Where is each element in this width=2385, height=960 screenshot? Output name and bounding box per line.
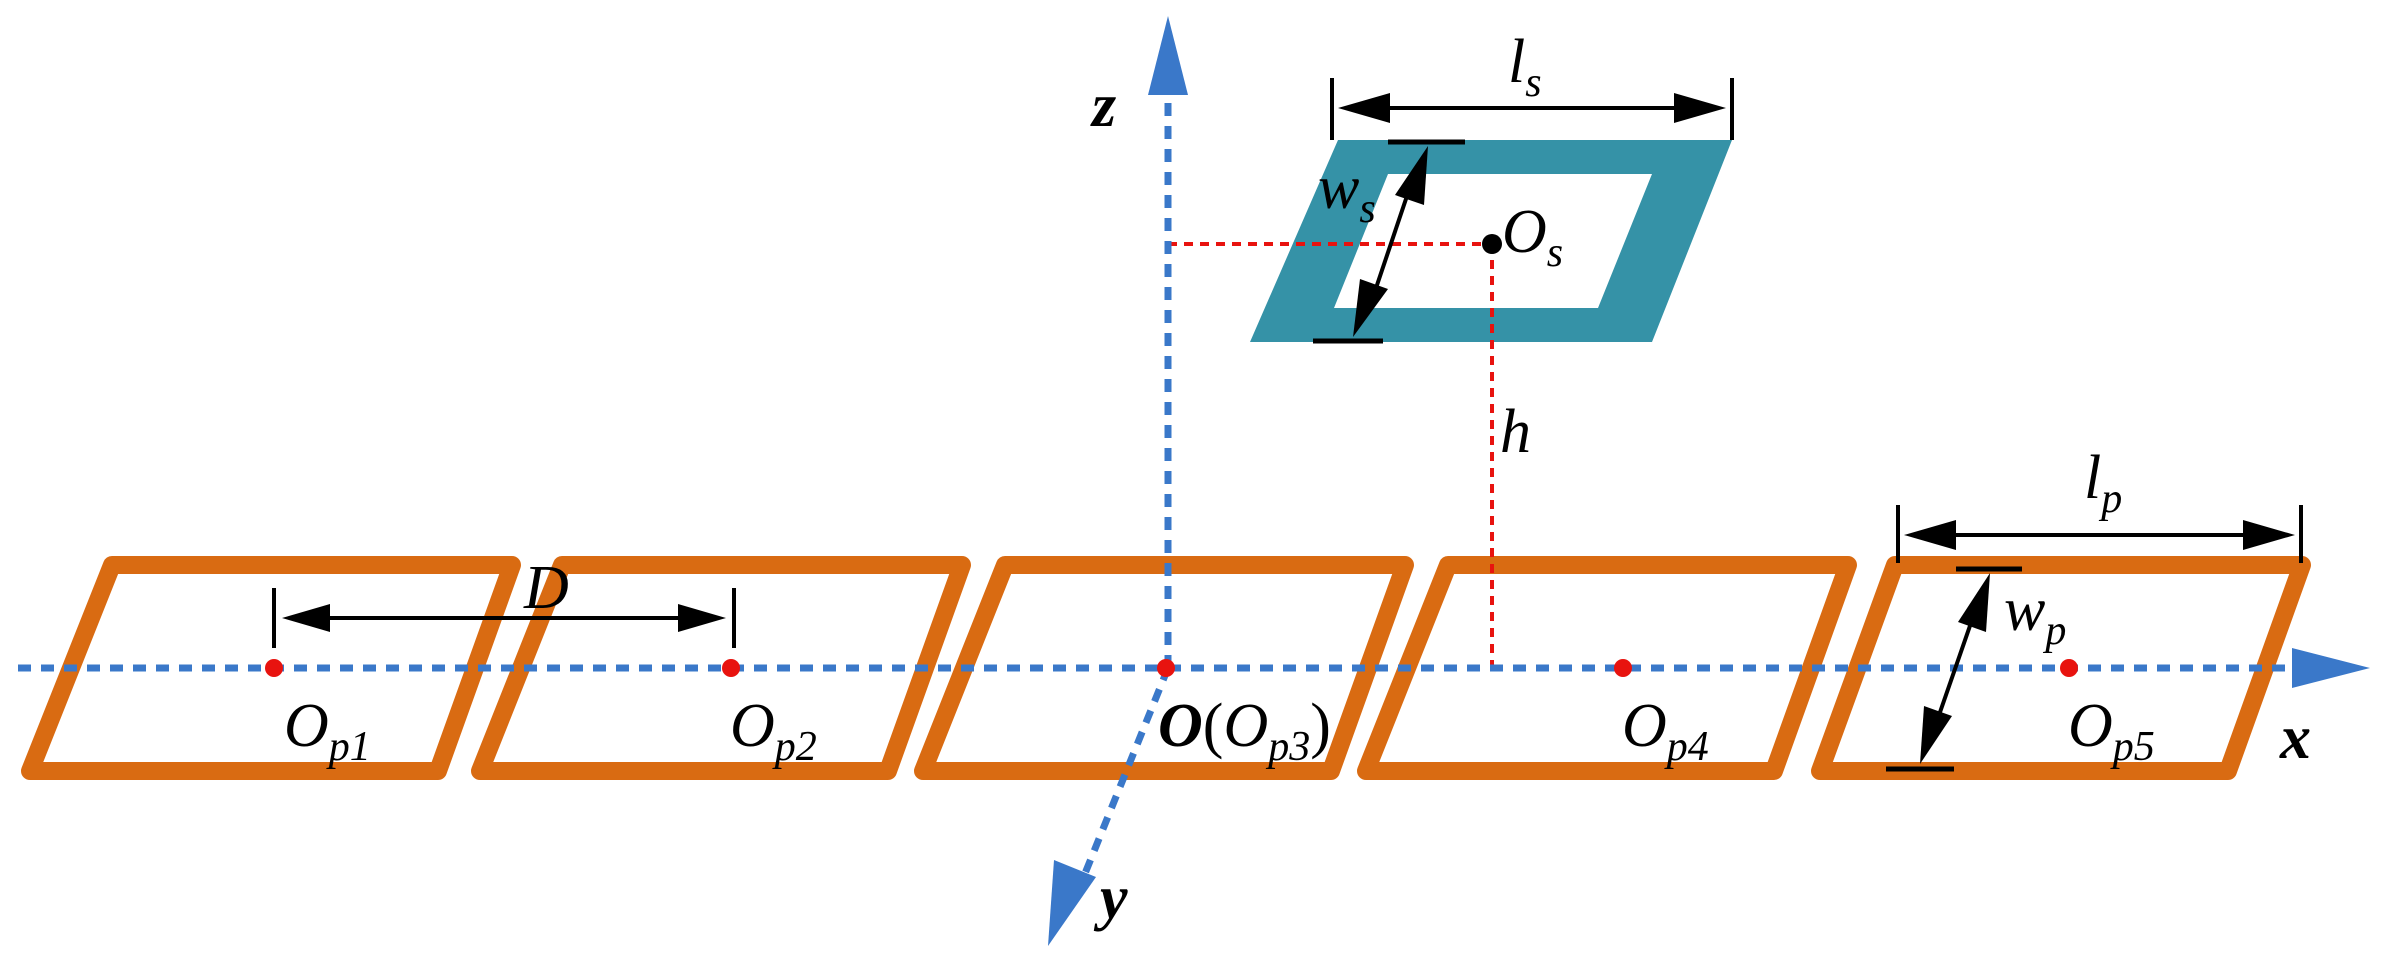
center-dot-p5 bbox=[2060, 659, 2078, 677]
lp-label: lp bbox=[2084, 444, 2122, 522]
diagram-labels: z x y Os ls ws lp wp h D Op1 Op2 Op4 bbox=[284, 28, 2311, 932]
y-axis-arrowhead bbox=[1048, 860, 1096, 946]
spacing-label: D bbox=[523, 554, 569, 622]
primary-coil-p1 bbox=[21, 556, 521, 780]
origin-label: O(Op3) bbox=[1158, 692, 1331, 770]
ls-label: ls bbox=[1508, 28, 1542, 106]
lp-dimension bbox=[1896, 505, 2303, 563]
ws-label: ws bbox=[1318, 154, 1376, 232]
primary-coil-p3 bbox=[914, 556, 1414, 780]
wp-label: wp bbox=[2004, 576, 2066, 654]
center-label-p1: Op1 bbox=[284, 692, 371, 770]
center-dot-p4 bbox=[1614, 659, 1632, 677]
dimension-lines bbox=[272, 78, 2303, 772]
z-axis-label: z bbox=[1090, 72, 1116, 140]
center-label-p5: Op5 bbox=[2068, 692, 2155, 770]
primary-coil-p2 bbox=[471, 556, 971, 780]
coil-centers bbox=[265, 234, 2078, 677]
center-dot-secondary bbox=[1482, 234, 1502, 254]
spacing-dimension bbox=[272, 588, 736, 648]
projection-guides bbox=[1168, 242, 1494, 668]
center-label-p4: Op4 bbox=[1622, 692, 1709, 770]
center-dot-p1 bbox=[265, 659, 283, 677]
y-axis-line bbox=[1080, 666, 1172, 878]
y-axis-label: y bbox=[1093, 864, 1128, 932]
primary-coil-p5 bbox=[1811, 556, 2311, 780]
primary-coil-p4 bbox=[1357, 556, 1857, 780]
center-label-p2: Op2 bbox=[730, 692, 817, 770]
secondary-coil bbox=[1250, 140, 1732, 342]
ls-dimension bbox=[1330, 78, 1734, 140]
wp-dimension bbox=[1886, 566, 2022, 772]
x-axis-arrowhead bbox=[2292, 648, 2370, 688]
coordinate-axes bbox=[18, 16, 2370, 946]
center-dot-p3 bbox=[1157, 659, 1175, 677]
z-axis-arrowhead bbox=[1148, 16, 1188, 95]
ws-dimension bbox=[1313, 139, 1465, 344]
secondary-center-label: Os bbox=[1502, 198, 1563, 276]
primary-coil-array bbox=[21, 556, 2311, 780]
height-label: h bbox=[1500, 398, 1531, 466]
center-dot-p2 bbox=[722, 659, 740, 677]
x-axis-label: x bbox=[2279, 704, 2311, 772]
